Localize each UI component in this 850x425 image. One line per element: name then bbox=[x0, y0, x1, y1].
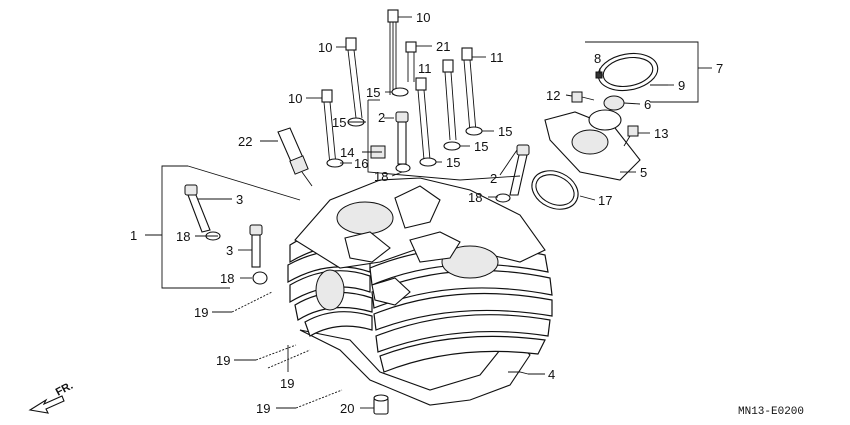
callout-14: 14 bbox=[340, 145, 354, 160]
callout-11: 11 bbox=[490, 50, 504, 65]
callout-18: 18 bbox=[176, 229, 190, 244]
bolt-10-left bbox=[345, 37, 363, 119]
valve-guide-2-upper bbox=[395, 111, 409, 165]
callout-5: 5 bbox=[640, 165, 647, 180]
bolt-13 bbox=[623, 125, 639, 147]
valve-guide-2-right bbox=[509, 144, 530, 196]
callout-labels: 10 10 21 11 11 10 15 2 15 15 15 15 22 14… bbox=[130, 10, 723, 416]
callout-10: 10 bbox=[288, 91, 302, 106]
intake-insulator bbox=[544, 109, 641, 181]
callout-10: 10 bbox=[416, 10, 430, 25]
leader-lines bbox=[145, 16, 712, 409]
callout-19: 19 bbox=[194, 305, 208, 320]
callout-20: 20 bbox=[340, 401, 354, 416]
callout-17: 17 bbox=[598, 193, 612, 208]
callout-2: 2 bbox=[490, 171, 497, 186]
callout-2: 2 bbox=[378, 110, 385, 125]
callout-15: 15 bbox=[498, 124, 512, 139]
callout-13: 13 bbox=[654, 126, 668, 141]
callout-12: 12 bbox=[546, 88, 560, 103]
callout-9: 9 bbox=[678, 78, 685, 93]
callout-18: 18 bbox=[220, 271, 234, 286]
callout-11: 11 bbox=[418, 61, 432, 76]
dowel-pin bbox=[373, 394, 389, 415]
callout-16: 16 bbox=[354, 156, 368, 171]
stud-bolts bbox=[231, 291, 343, 409]
callout-15: 15 bbox=[366, 85, 380, 100]
callout-10: 10 bbox=[318, 40, 332, 55]
callout-8: 8 bbox=[594, 51, 601, 66]
hose-clamp bbox=[595, 52, 668, 92]
callout-19: 19 bbox=[216, 353, 230, 368]
callout-15: 15 bbox=[446, 155, 460, 170]
bolt-12 bbox=[571, 91, 595, 103]
drawing-code: MN13-E0200 bbox=[738, 406, 804, 418]
callout-19: 19 bbox=[280, 376, 294, 391]
callout-1: 1 bbox=[130, 228, 137, 243]
callout-19: 19 bbox=[256, 401, 270, 416]
callout-6: 6 bbox=[644, 97, 651, 112]
washer-6 bbox=[603, 95, 625, 111]
valve-guide-3-upper bbox=[184, 184, 211, 233]
bolt-21 bbox=[405, 41, 417, 82]
callout-3: 3 bbox=[226, 243, 233, 258]
valve-guide-3-lower bbox=[249, 224, 263, 268]
direction-label: FR. bbox=[54, 380, 75, 399]
bolt-11-b bbox=[442, 59, 457, 141]
bolt-11-c bbox=[415, 77, 431, 161]
o-ring bbox=[531, 170, 579, 210]
front-direction-arrow: FR. bbox=[28, 380, 75, 414]
callout-18: 18 bbox=[468, 190, 482, 205]
callout-22: 22 bbox=[238, 134, 252, 149]
bolt-10-lower bbox=[321, 89, 337, 166]
bolt-10-top bbox=[387, 9, 399, 95]
callout-3: 3 bbox=[236, 192, 243, 207]
spark-plug bbox=[277, 127, 313, 187]
callout-15: 15 bbox=[474, 139, 488, 154]
callout-4: 4 bbox=[548, 367, 555, 382]
callout-18: 18 bbox=[374, 169, 388, 184]
callout-7: 7 bbox=[716, 61, 723, 76]
cylinder-head bbox=[287, 177, 553, 406]
callout-15: 15 bbox=[332, 115, 346, 130]
bolt-11-a bbox=[461, 47, 477, 133]
callout-21: 21 bbox=[436, 39, 450, 54]
